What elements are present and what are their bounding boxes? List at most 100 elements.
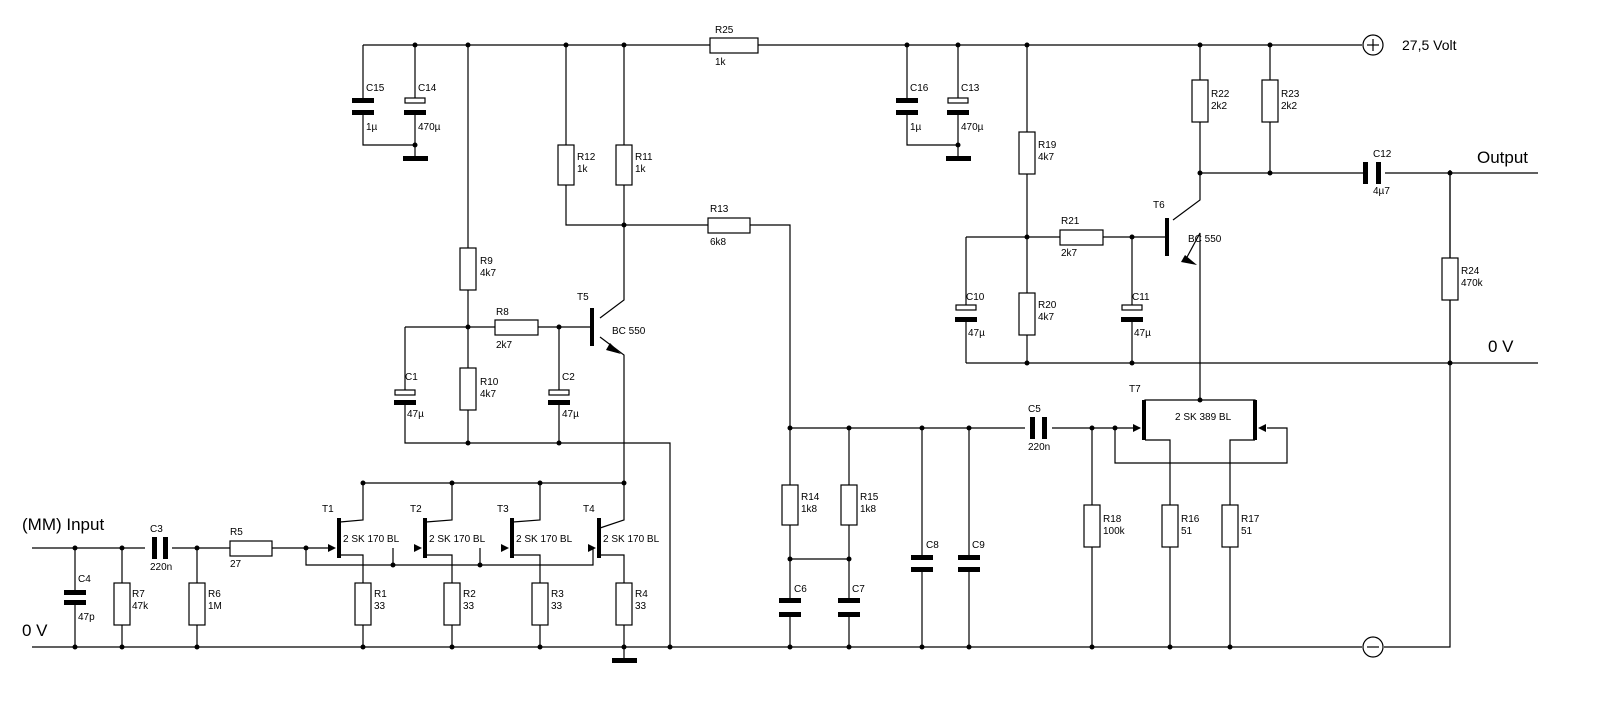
resistor-r11 (615, 144, 633, 186)
resistor-r14 (781, 484, 799, 526)
value-r25: 1k (715, 57, 727, 68)
value-c5: 220n (1028, 442, 1050, 453)
capacitor-c12 (1363, 162, 1381, 184)
label-c4: C4 (78, 574, 91, 585)
value-r21: 2k7 (1061, 248, 1078, 259)
value-r1: 33 (374, 601, 386, 612)
type-t7: 2 SK 389 BL (1175, 412, 1232, 423)
jfet-t7a-symbol (1142, 400, 1146, 440)
resistor-r16 (1161, 504, 1179, 548)
ground-icon (946, 156, 971, 161)
label-r16: R16 (1181, 514, 1200, 525)
resistor-r19 (1018, 131, 1036, 175)
label-t1: T1 (322, 504, 334, 515)
label-c2: C2 (562, 372, 575, 383)
label-t5: T5 (577, 292, 589, 303)
label-r7: R7 (132, 589, 145, 600)
capacitor-c11 (1121, 304, 1143, 322)
resistor-r17 (1221, 504, 1239, 548)
value-r17: 51 (1241, 526, 1253, 537)
value-r23: 2k2 (1281, 101, 1298, 112)
value-r12: 1k (577, 164, 589, 175)
value-r13: 6k8 (710, 237, 727, 248)
value-c12: 4µ7 (1373, 186, 1390, 197)
value-r3: 33 (551, 601, 563, 612)
resistor-r10 (459, 367, 477, 411)
jfet-t1-arrow (328, 544, 336, 552)
resistor-r20 (1018, 292, 1036, 336)
label-r19: R19 (1038, 140, 1057, 151)
label-r3: R3 (551, 589, 564, 600)
supply-voltage-label: 27,5 Volt (1402, 37, 1457, 53)
value-r11: 1k (635, 164, 647, 175)
resistor-r6 (188, 582, 206, 626)
label-r12: R12 (577, 152, 596, 163)
ground-label-right: 0 V (1488, 337, 1514, 356)
type-t2: 2 SK 170 BL (429, 534, 486, 545)
type-t4: 2 SK 170 BL (603, 534, 660, 545)
label-r10: R10 (480, 377, 499, 388)
resistor-r21 (1059, 229, 1104, 246)
type-t1: 2 SK 170 BL (343, 534, 400, 545)
capacitor-c14 (404, 97, 426, 115)
resistor-r3 (531, 582, 549, 626)
label-r9: R9 (480, 256, 493, 267)
value-r4: 33 (635, 601, 647, 612)
label-r17: R17 (1241, 514, 1260, 525)
label-c12: C12 (1373, 149, 1392, 160)
value-c13: 470µ (961, 122, 984, 133)
capacitors (64, 97, 1381, 617)
capacitor-c2 (548, 389, 570, 405)
value-r24: 470k (1461, 278, 1484, 289)
label-r1: R1 (374, 589, 387, 600)
resistor-r12 (557, 144, 575, 186)
output-label: Output (1477, 148, 1528, 167)
value-c14: 470µ (418, 122, 441, 133)
value-r22: 2k2 (1211, 101, 1228, 112)
label-r22: R22 (1211, 89, 1230, 100)
jfet-t4-symbol (597, 518, 601, 558)
value-r9: 4k7 (480, 268, 497, 279)
type-t6: BC 550 (1188, 234, 1222, 245)
label-r6: R6 (208, 589, 221, 600)
label-c11: C11 (1132, 292, 1150, 303)
label-r4: R4 (635, 589, 648, 600)
supply-terminal-positive (1362, 34, 1384, 56)
capacitor-c16 (896, 98, 918, 115)
resistor-r25 (709, 37, 759, 54)
label-r24: R24 (1461, 266, 1480, 277)
value-r18: 100k (1103, 526, 1126, 537)
junction-dots (72, 42, 1453, 650)
label-c6: C6 (794, 584, 807, 595)
value-c2: 47µ (562, 409, 579, 420)
resistor-r5 (229, 540, 273, 557)
supply-terminal-negative (1362, 636, 1384, 658)
value-r5: 27 (230, 559, 242, 570)
label-r23: R23 (1281, 89, 1300, 100)
value-c15: 1µ (366, 122, 378, 133)
label-c1: C1 (405, 372, 418, 383)
resistor-r1 (354, 582, 372, 626)
label-c5: C5 (1028, 404, 1041, 415)
ground-icon (403, 156, 428, 161)
capacitor-c4 (64, 590, 86, 605)
label-r2: R2 (463, 589, 476, 600)
bjt-t5-arrow (606, 343, 621, 354)
value-c3: 220n (150, 562, 172, 573)
jfet-t7b-arrow (1258, 424, 1266, 432)
jfet-t3-arrow (501, 544, 509, 552)
jfet-t7b-symbol (1253, 400, 1257, 440)
resistor-r8 (494, 319, 539, 336)
input-label: (MM) Input (22, 515, 104, 534)
resistor-r9 (459, 247, 477, 291)
label-t4: T4 (583, 504, 595, 515)
jfet-t3-symbol (510, 518, 514, 558)
value-r20: 4k7 (1038, 312, 1055, 323)
capacitor-c15 (352, 98, 374, 115)
jfet-t1-symbol (337, 518, 341, 558)
capacitor-c13 (947, 97, 969, 115)
value-c11: 47µ (1134, 328, 1151, 339)
label-c8: C8 (926, 540, 939, 551)
capacitor-c3 (152, 537, 168, 559)
type-t5: BC 550 (612, 326, 646, 337)
